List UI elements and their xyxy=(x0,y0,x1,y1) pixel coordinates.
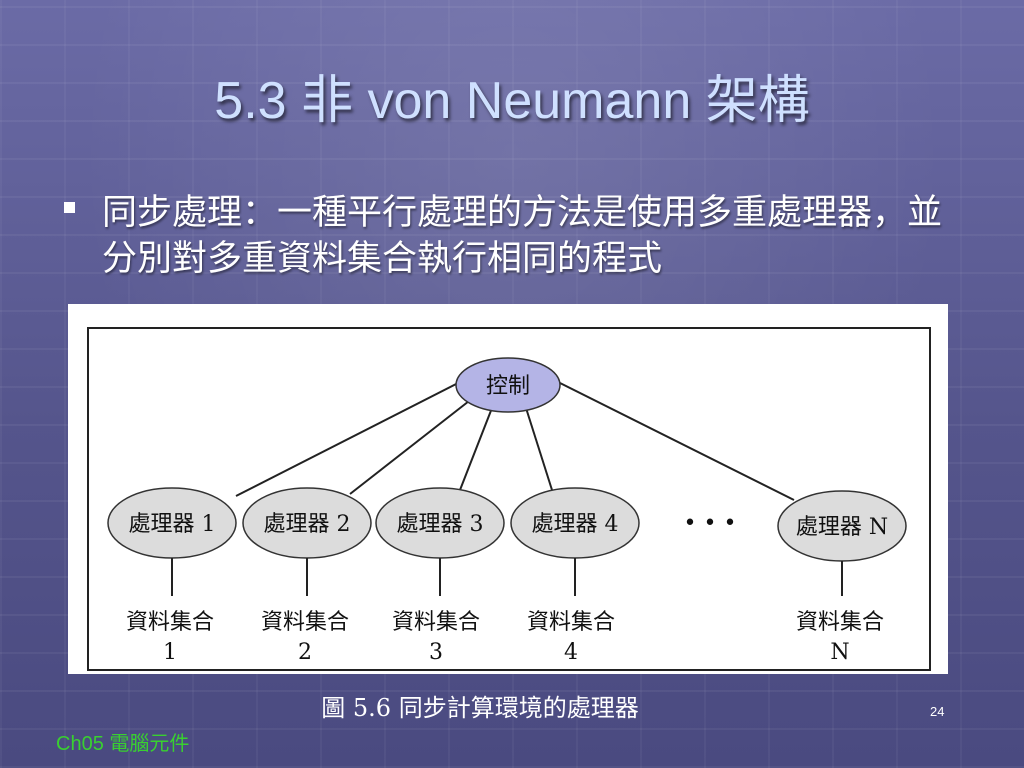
processor-node-4: 處理器 4 資料集合 4 xyxy=(510,487,640,665)
data-set-number: 4 xyxy=(564,640,578,665)
control-node: 控制 xyxy=(455,357,561,413)
data-set-number: N xyxy=(830,640,849,665)
figure-caption: 圖 5.6 同步計算環境的處理器 xyxy=(321,694,639,722)
square-bullet-icon xyxy=(64,202,75,213)
slide-title: 5.3 非 von Neumann 架構 xyxy=(214,72,810,130)
processor-diagram: 控制 處理器 1 資料集合 1 處理器 2 資料集合 2 處理器 3 資料集合 … xyxy=(87,327,931,671)
processor-node-n: 處理器 N 資料集合 N xyxy=(777,490,907,665)
data-set-label: 資料集合 xyxy=(126,610,214,635)
connector-line-1 xyxy=(235,379,465,497)
data-set-label: 資料集合 xyxy=(261,610,349,635)
ellipsis-dots: • • • xyxy=(684,511,737,536)
data-set-label: 資料集合 xyxy=(392,610,480,635)
bullet-text: 同步處理：一種平行處理的方法是使用多重處理器，並分別對多重資料集合執行相同的程式 xyxy=(102,193,943,279)
connector-line-n xyxy=(557,381,795,501)
processor-label: 處理器 1 xyxy=(129,512,216,537)
data-set-number: 3 xyxy=(429,640,443,665)
control-label: 控制 xyxy=(486,374,530,399)
page-number: 24 xyxy=(930,704,945,719)
figure-panel: 控制 處理器 1 資料集合 1 處理器 2 資料集合 2 處理器 3 資料集合 … xyxy=(68,304,948,674)
processor-label: 處理器 N xyxy=(796,515,888,540)
processor-node-2: 處理器 2 資料集合 2 xyxy=(242,487,372,665)
data-set-number: 2 xyxy=(298,640,312,665)
footer-chapter-label: Ch05 電腦元件 xyxy=(56,733,190,755)
connector-line-2 xyxy=(349,393,479,495)
data-set-label: 資料集合 xyxy=(527,610,615,635)
processor-label: 處理器 3 xyxy=(397,512,484,537)
processor-node-1: 處理器 1 資料集合 1 xyxy=(107,487,237,665)
diagram-border xyxy=(87,327,931,671)
data-set-label: 資料集合 xyxy=(796,610,884,635)
processor-label: 處理器 4 xyxy=(532,512,619,537)
connector-line-3 xyxy=(459,407,493,491)
processor-node-3: 處理器 3 資料集合 3 xyxy=(375,487,505,665)
data-set-number: 1 xyxy=(163,640,177,665)
control-ellipse xyxy=(455,357,561,413)
connector-line-4 xyxy=(525,407,553,491)
processor-label: 處理器 2 xyxy=(264,512,351,537)
